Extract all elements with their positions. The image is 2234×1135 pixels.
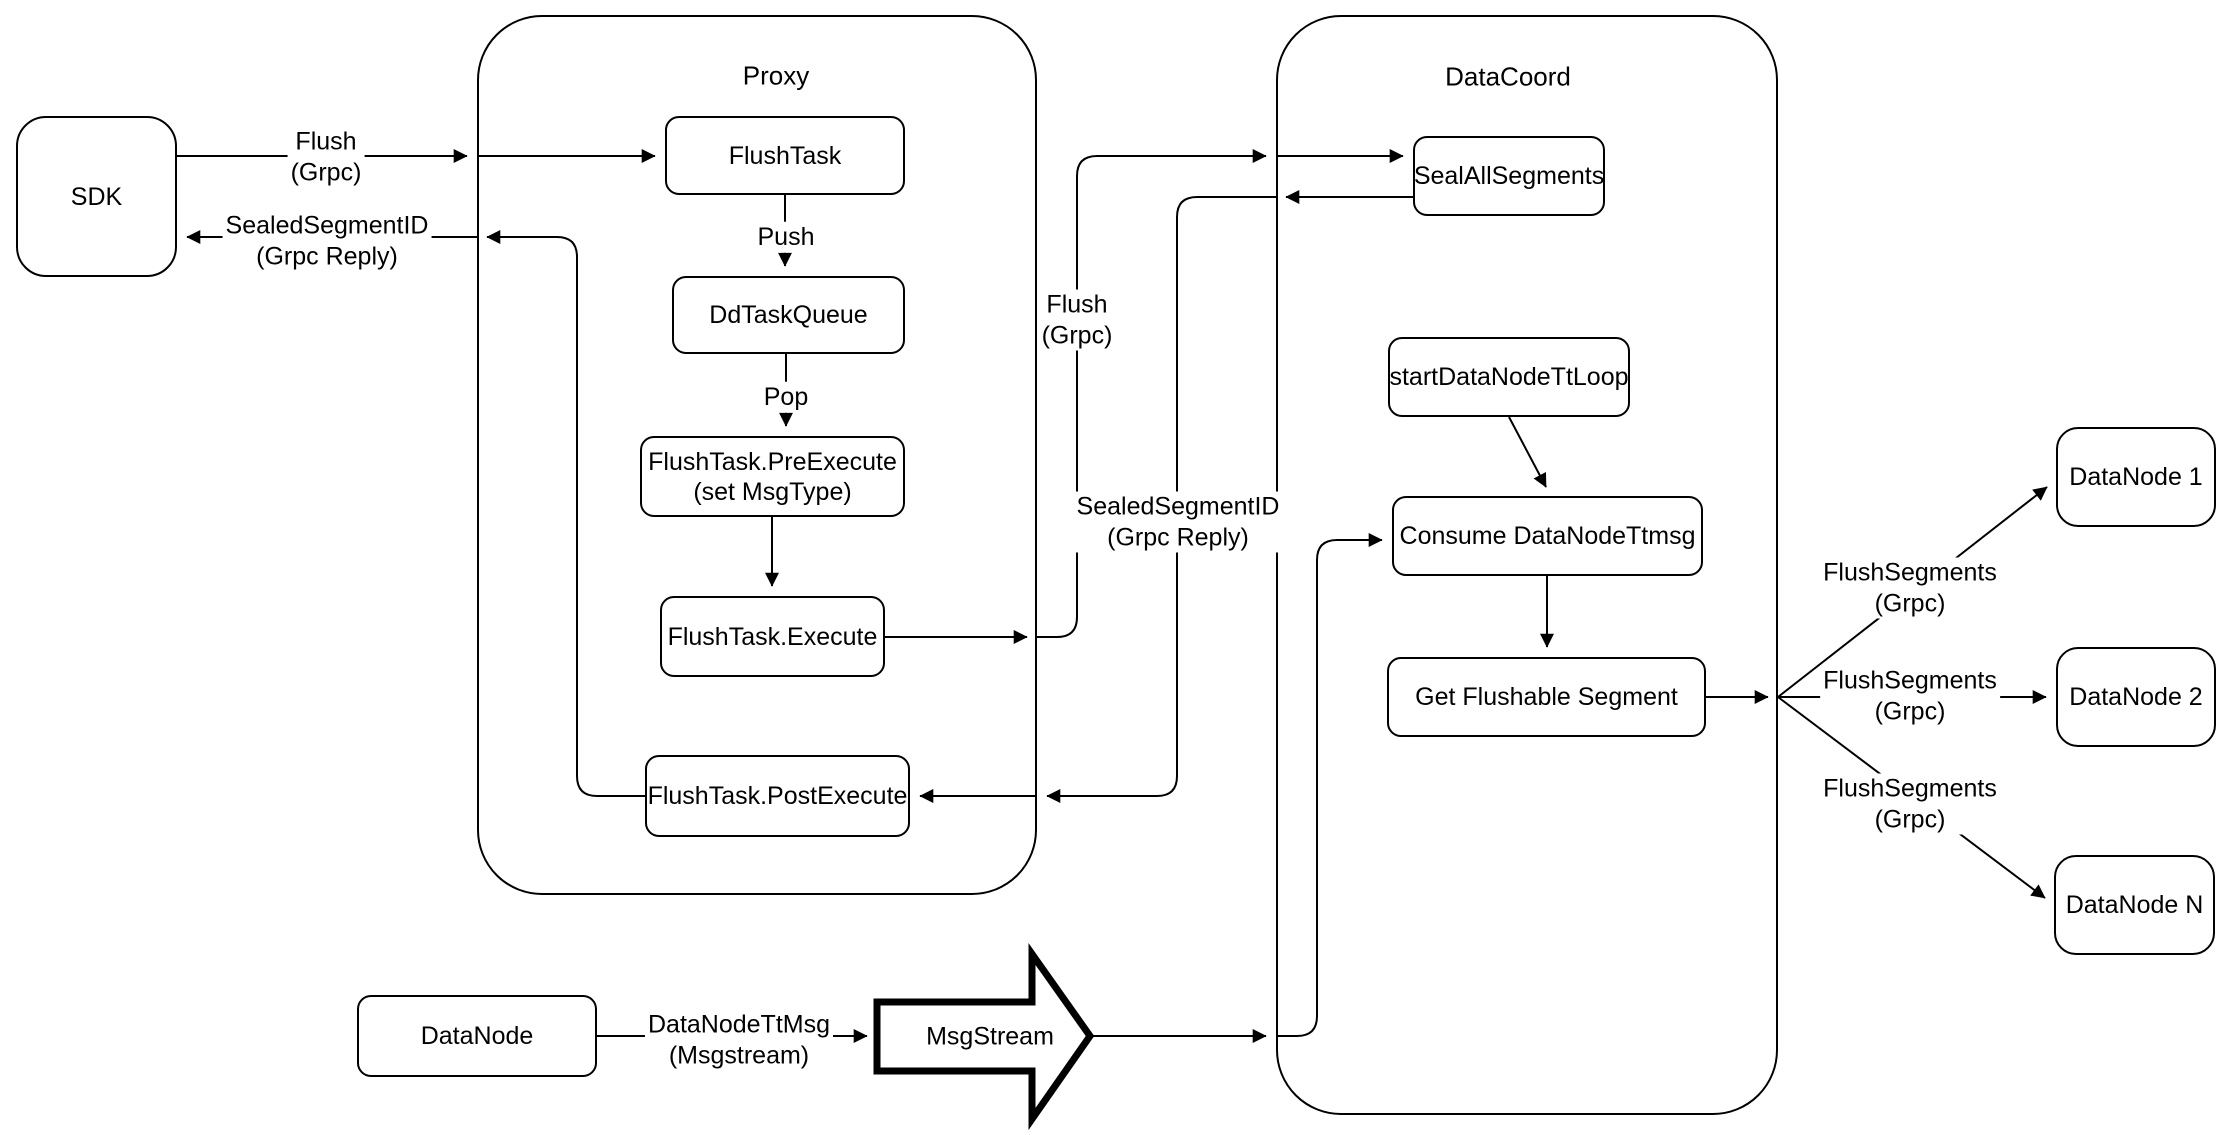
- edge-label-flushsegments-2: FlushSegments (Grpc): [1820, 665, 2000, 727]
- node-flushtask: FlushTask: [665, 116, 905, 195]
- node-consumedatanodettmsg: Consume DataNodeTtmsg: [1392, 496, 1703, 576]
- edge-label-sealedsegmentid-datacoord: SealedSegmentID (Grpc Reply): [1073, 491, 1283, 553]
- node-startdatanodettloop: startDataNodeTtLoop: [1388, 337, 1630, 417]
- node-flushtask-label: FlushTask: [728, 141, 842, 170]
- edge-label-push: Push: [754, 221, 818, 253]
- node-preexecute-label-line1: FlushTask.PreExecute: [648, 447, 897, 476]
- node-datanode1-label: DataNode 1: [2069, 463, 2203, 491]
- node-getflushablesegment-label: Get Flushable Segment: [1415, 683, 1678, 711]
- node-datanode2-label: DataNode 2: [2069, 683, 2203, 711]
- datacoord-title: DataCoord: [1445, 61, 1571, 92]
- edge-label-datanodettmsg: DataNodeTtMsg (Msgstream): [644, 1009, 834, 1071]
- edge-msgstream-consume: [1276, 533, 1383, 1037]
- proxy-container: [477, 15, 1037, 895]
- node-preexecute: FlushTask.PreExecute (set MsgType): [640, 436, 905, 517]
- node-postexecute-label: FlushTask.PostExecute: [647, 782, 908, 810]
- node-sealallsegments-label: SealAllSegments: [1413, 162, 1605, 190]
- node-sealallsegments: SealAllSegments: [1413, 136, 1605, 216]
- msgstream-arrow-shape: [873, 942, 1095, 1131]
- node-execute-label: FlushTask.Execute: [667, 622, 878, 651]
- node-datanode: DataNode: [357, 995, 597, 1077]
- node-execute: FlushTask.Execute: [660, 596, 885, 677]
- node-sdk-label: SDK: [70, 182, 123, 211]
- node-datanode2: DataNode 2: [2056, 647, 2216, 747]
- edge-label-sealedsegmentid-sdk: SealedSegmentID (Grpc Reply): [222, 210, 432, 272]
- edge-label-flushsegments-1: FlushSegments (Grpc): [1820, 557, 2000, 619]
- node-ddtaskqueue: DdTaskQueue: [672, 276, 905, 354]
- msgstream-label: MsgStream: [926, 1022, 1054, 1051]
- node-sdk: SDK: [16, 116, 177, 277]
- node-getflushablesegment: Get Flushable Segment: [1387, 657, 1706, 737]
- edge-label-flush-grpc-sdk: Flush (Grpc): [287, 126, 365, 188]
- node-datanoden-label: DataNode N: [2065, 891, 2204, 919]
- edge-label-pop: Pop: [760, 381, 812, 413]
- node-ddtaskqueue-label: DdTaskQueue: [709, 301, 868, 329]
- edge-postexecute-proxy-boundary: [486, 230, 645, 797]
- edge-execute-datacoord-boundary: [1037, 149, 1267, 638]
- edge-label-flushsegments-3: FlushSegments (Grpc): [1820, 773, 2000, 835]
- node-preexecute-label-line2: (set MsgType): [693, 477, 852, 506]
- node-startdatanodettloop-label: startDataNodeTtLoop: [1389, 363, 1629, 391]
- proxy-title: Proxy: [742, 60, 810, 91]
- node-datanode-label: DataNode: [420, 1022, 534, 1050]
- node-postexecute: FlushTask.PostExecute: [645, 755, 910, 837]
- edge-startloop-consume: [1508, 416, 1547, 488]
- node-datanoden: DataNode N: [2054, 855, 2215, 955]
- edge-label-flush-grpc-datacoord: Flush (Grpc): [1038, 289, 1116, 351]
- datacoord-container: [1276, 15, 1778, 1115]
- node-consumedatanodettmsg-label: Consume DataNodeTtmsg: [1399, 522, 1696, 550]
- node-datanode1: DataNode 1: [2056, 427, 2216, 527]
